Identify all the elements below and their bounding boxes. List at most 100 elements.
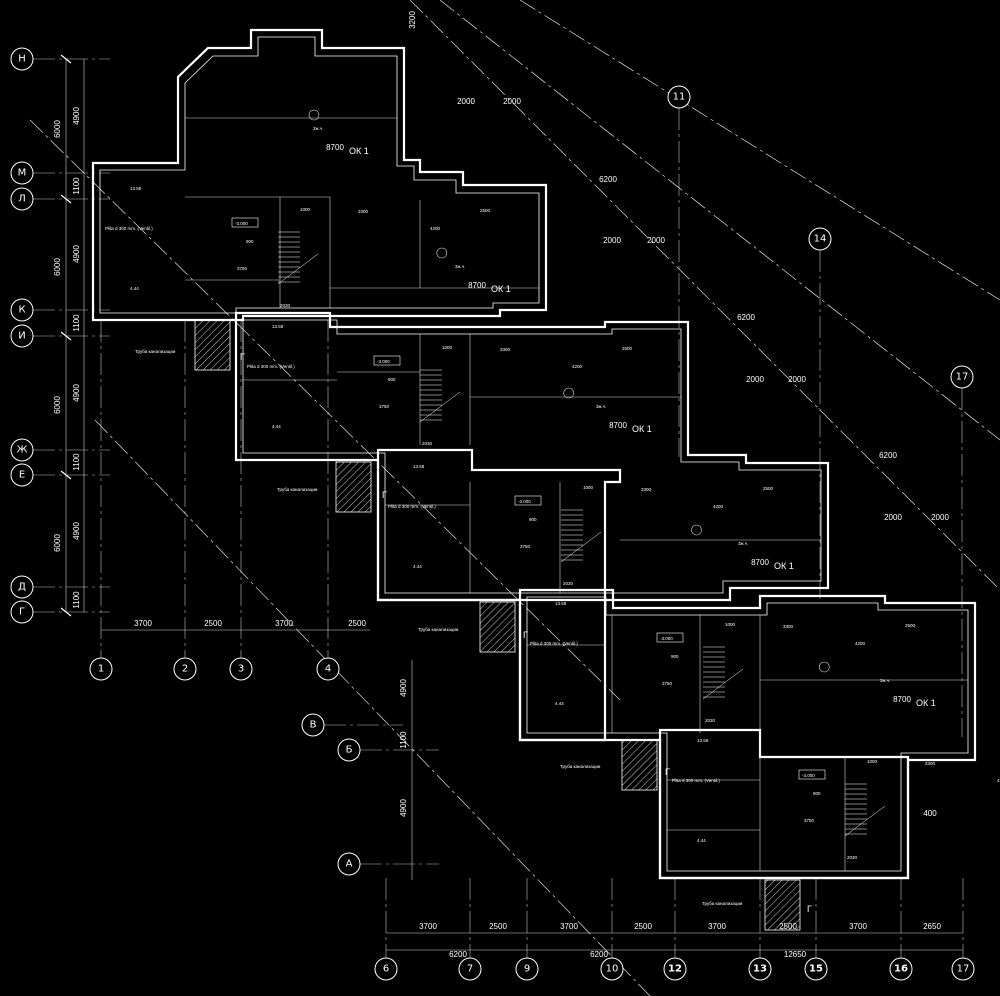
axis-bubble-col-2: 2 (173, 657, 197, 681)
dim-step-2: 2000 (603, 236, 621, 245)
note-plita-4: Plita d 300 mm. (Ventil.) (672, 778, 720, 783)
room-4-ok1: ОК 1 (916, 698, 936, 708)
diagonal-section-lines (29, 0, 1000, 996)
room-3-900: 900 (671, 654, 679, 659)
shaft-2 (335, 461, 372, 513)
room-2-2030: 2030 (563, 581, 574, 586)
room-3-3750: 3750 (662, 681, 673, 686)
dim-bottom1-0: 3700 (419, 922, 437, 931)
axis-bubble-row-e: Е (10, 463, 34, 487)
dim-step-7: 2000 (931, 513, 949, 522)
room-0-type: 3ж.ч. (313, 126, 323, 131)
svg-text:4: 4 (325, 664, 331, 675)
room-3-len: 8700 (751, 558, 769, 567)
dim-side-400: 400 (923, 809, 937, 818)
axis-bubble-col-12: 12 (663, 957, 687, 981)
room-0-900: 900 (246, 239, 254, 244)
axis-bubble-col-1: 1 (89, 657, 113, 681)
svg-text:Е: Е (19, 470, 25, 481)
room-3-area-a: 13.58 (555, 601, 567, 606)
vent-shafts (194, 319, 801, 931)
dim-bottom2-0: 6200 (449, 950, 467, 959)
axis-bubble-row-d: Д (10, 575, 34, 599)
section-1-outline (91, 28, 548, 322)
svg-text:Н: Н (18, 54, 26, 65)
axis-bubble-col-4: 4 (316, 657, 340, 681)
building-walls (91, 28, 977, 880)
room-3-1000: 1000 (725, 622, 736, 627)
room-2-area-b: 4.44 (413, 564, 422, 569)
room-3-g: Г (665, 767, 670, 777)
room-0-len: 8700 (326, 143, 344, 152)
room-4-1000: 1000 (867, 759, 878, 764)
axis-bubble-row-v: В (301, 713, 325, 737)
svg-text:15: 15 (809, 964, 823, 975)
room-4-2030: 2030 (847, 855, 858, 860)
svg-text:И: И (18, 331, 25, 342)
note-plita-2: Plita d 300 mm. (Ventil.) (388, 504, 436, 509)
room-0-area-b: 4.44 (130, 286, 139, 291)
room-3-2500: 2500 (905, 623, 916, 628)
shaft-3 (479, 601, 516, 653)
room-1-1000: 1000 (442, 345, 453, 350)
level-text-2: -3.000 (518, 499, 531, 504)
axis-bubble-col-10: 10 (600, 957, 624, 981)
svg-text:7: 7 (467, 964, 473, 975)
room-2-g: Г (523, 630, 528, 640)
axis-bubble-col-16: 16 (889, 957, 913, 981)
room-3-ok1: ОК 1 (774, 561, 794, 571)
dim-left-inner-1: 1100 (72, 177, 81, 195)
section-2-outline (234, 311, 830, 602)
room-1-3750: 3750 (379, 404, 390, 409)
svg-text:Ж: Ж (17, 445, 28, 456)
dim-left-inner-3: 1100 (72, 314, 81, 332)
room-0-2500: 2500 (480, 208, 491, 213)
dim-left-bottom-2: 3700 (275, 619, 293, 628)
section-5-outline (658, 728, 910, 880)
dim-left-bottom-0: 3700 (134, 619, 152, 628)
level-mark-3: -3.000 (656, 632, 684, 643)
svg-text:В: В (310, 720, 317, 731)
room-4-3300: 3300 (925, 761, 936, 766)
svg-text:13: 13 (753, 964, 767, 975)
dim-step-1: 2000 (503, 97, 521, 106)
dim-bottom1-7: 2650 (923, 922, 941, 931)
level-text-4: -3.000 (802, 773, 815, 778)
dim-bottom2-1: 6200 (590, 950, 608, 959)
section-2-inner (242, 319, 822, 594)
svg-text:М: М (18, 168, 27, 179)
axis-bubble-row-m: М (10, 161, 34, 185)
dim-left-outer-2: 6000 (53, 396, 62, 414)
room-2-ok1: ОК 1 (632, 424, 652, 434)
dim-bottom1-4: 3700 (708, 922, 726, 931)
dim-bottom1-3: 2500 (634, 922, 652, 931)
room-0-g: Г (240, 352, 245, 362)
note-truba-3: Труба канализации (560, 764, 601, 769)
axis-bubble-col-13: 13 (748, 957, 772, 981)
level-mark-4: -3.000 (798, 769, 826, 780)
svg-text:10: 10 (606, 964, 619, 975)
svg-text:Г: Г (19, 607, 25, 618)
axis-bubble-row-b: Б (337, 738, 361, 762)
svg-text:К: К (18, 305, 25, 316)
dim-diag-0: 6200 (599, 175, 617, 184)
axis-bubble-row-i: И (10, 324, 34, 348)
svg-text:17: 17 (956, 372, 969, 383)
shaft-5 (764, 879, 801, 931)
dim-left-inner-5: 1100 (72, 453, 81, 471)
svg-text:17: 17 (957, 964, 970, 975)
axis-bubble-row-k: К (10, 298, 34, 322)
room-4-g: Г (807, 904, 812, 914)
dim-bottom1-1: 2500 (489, 922, 507, 931)
section-3-outline (376, 448, 622, 742)
room-4-type: 3ж.ч. (880, 678, 890, 683)
room-0-area-a: 13.58 (130, 186, 142, 191)
room-4-area-a: 13.58 (697, 738, 709, 743)
room-3-2030: 2030 (705, 718, 716, 723)
section-4-inner (526, 596, 969, 872)
svg-text:2: 2 (182, 664, 188, 675)
section-4-outline (518, 588, 977, 880)
note-plita-1: Plita d 300 mm. (Ventil.) (247, 364, 295, 369)
level-mark-1: -3.000 (373, 355, 401, 366)
dim-lower-v-2: 4900 (399, 799, 408, 817)
